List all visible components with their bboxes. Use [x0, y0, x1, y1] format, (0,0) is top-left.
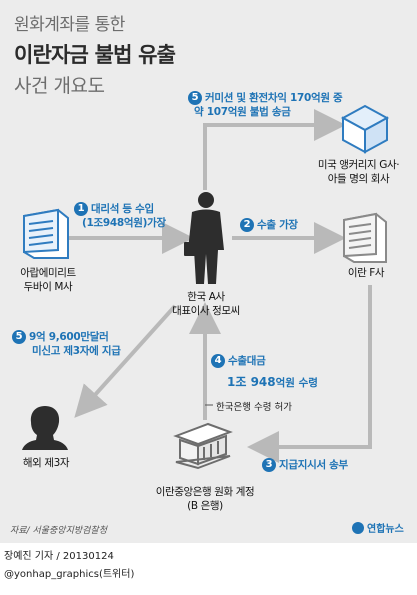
us-company-line-1: 미국 앵커리지 G사·	[317, 159, 400, 171]
title-line-3: 사건 개요도	[14, 75, 105, 97]
title-line-2: 이란자금 불법 유출	[14, 43, 176, 67]
step-2-text: 수출 가장	[257, 219, 298, 231]
central-bank-line-1: 이란중앙은행 원화 계정	[155, 486, 255, 498]
step-5b-number: 5	[12, 330, 26, 344]
step-3-number: 3	[262, 458, 276, 472]
third-party-line-1: 해외 제3자	[22, 457, 70, 469]
arab-company-line-2: 두바이 M사	[23, 281, 73, 293]
title-line-1: 원화계좌를 통한	[14, 15, 125, 35]
yonhap-logo: 연합뉴스	[352, 520, 404, 535]
iran-company-line-1: 이란 F사	[347, 267, 385, 279]
us-company-label: 미국 앵커리지 G사· 아들 명의 회사	[300, 158, 417, 186]
yonhap-logo-text: 연합뉴스	[367, 524, 404, 535]
step-4-amount-unit: 억원 수령	[275, 377, 318, 389]
step-5b-line-1: 9억 9,600만달러	[29, 331, 109, 343]
yonhap-logo-mark-icon	[352, 521, 364, 534]
twitter-credit: @yonhap_graphics(트위터)	[4, 569, 135, 580]
central-bank-building-icon	[173, 422, 233, 470]
step-1-number: 1	[74, 202, 88, 216]
step-4-amount: 1조 948억원 수령	[227, 373, 318, 390]
central-bank-line-2: (B 은행)	[187, 500, 223, 512]
step-3-text: 지급지시서 송부	[279, 459, 348, 471]
step-1-line-1: 대리석 등 수입	[91, 203, 154, 215]
flow-arrows	[68, 109, 372, 463]
korea-company-line-2: 대표이사 정모씨	[172, 305, 240, 317]
arab-company-line-1: 아랍에미리트	[20, 267, 76, 279]
korea-company-label: 한국 A사 대표이사 정모씨	[150, 290, 262, 318]
step-4-number: 4	[211, 354, 225, 368]
arab-company-building-icon	[23, 208, 69, 259]
step-5a-number: 5	[188, 91, 202, 105]
step-4-amount-value: 1조 948	[227, 375, 276, 389]
central-bank-label: 이란중앙은행 원화 계정 (B 은행)	[130, 485, 280, 513]
step-1-line-2: (1조948억원)가장	[82, 217, 166, 229]
step-5a-line-1: 커미션 및 환전차익 170억원 중	[205, 92, 343, 104]
third-party-person-icon	[22, 406, 68, 450]
iran-company-building-icon	[343, 212, 387, 263]
step-2-number: 2	[240, 218, 254, 232]
us-company-cube-icon	[340, 104, 390, 154]
iran-company-label: 이란 F사	[326, 266, 406, 280]
bok-permission-note: 한국은행 수령 허가	[216, 402, 292, 413]
korea-company-line-1: 한국 A사	[187, 291, 225, 303]
reporter-credit: 장예진 기자 / 20130124	[4, 551, 114, 562]
businessman-silhouette-icon	[184, 192, 224, 284]
third-party-label: 해외 제3자	[4, 456, 88, 470]
step-5b-line-2: 미신고 제3자에 지급	[32, 345, 121, 357]
us-company-line-2: 아들 명의 회사	[327, 173, 390, 185]
source-credit: 자료/ 서울중앙지방검찰청	[10, 526, 107, 536]
step-5a-line-2: 약 107억원 불법 송금	[194, 106, 291, 118]
step-4-line-1: 수출대금	[228, 355, 266, 367]
arab-company-label: 아랍에미리트 두바이 M사	[0, 266, 96, 294]
